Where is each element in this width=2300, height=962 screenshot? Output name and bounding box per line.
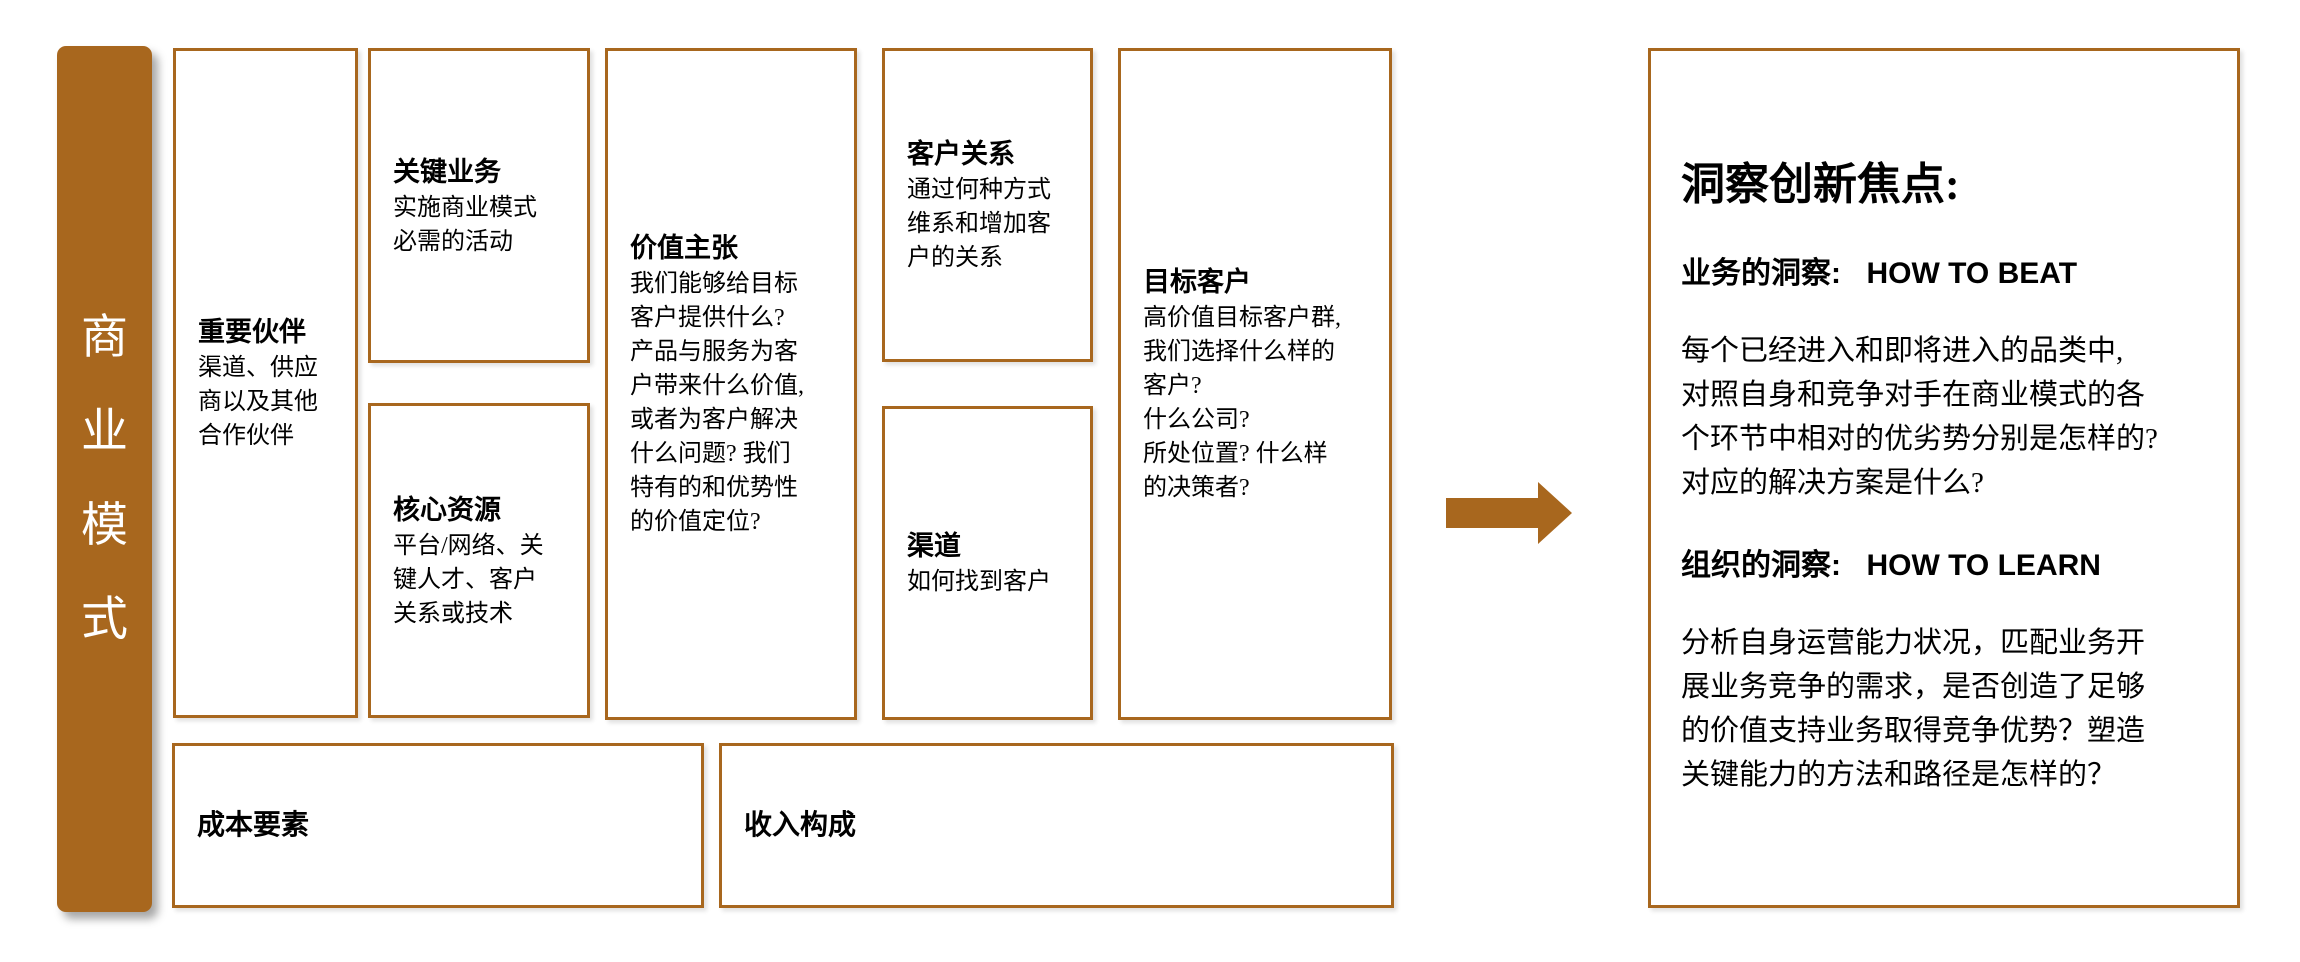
customer-relations-title: 客户关系 <box>907 139 1015 169</box>
business-insight-heading: 业务的洞察: HOW TO BEAT <box>1681 255 2201 293</box>
organization-insight-keyword: HOW TO LEARN <box>1866 549 2101 582</box>
channels-title: 渠道 <box>907 531 961 561</box>
channels-body: 如何找到客户 <box>907 569 1051 595</box>
key-resources-body: 平台/网络、关 键人才、客户 关系或技术 <box>393 532 544 627</box>
business-insight-label: 业务的洞察: <box>1681 257 1841 290</box>
vertical-bar-char: 式 <box>81 593 128 646</box>
key-partners-title: 重要伙伴 <box>198 317 306 347</box>
key-activities-box: 关键业务 实施商业模式 必需的活动 <box>368 48 590 363</box>
business-insight-paragraph: 每个已经进入和即将进入的品类中, 对照自身和竞争对手在商业模式的各 个环节中相对… <box>1681 335 2158 499</box>
channels-box: 渠道 如何找到客户 <box>882 406 1093 720</box>
key-activities-title: 关键业务 <box>393 156 501 187</box>
key-resources-box: 核心资源 平台/网络、关 键人才、客户 关系或技术 <box>368 403 590 718</box>
value-proposition-title: 价值主张 <box>630 233 738 263</box>
organization-insight-label: 组织的洞察: <box>1681 549 1841 582</box>
vertical-bar-char: 商 <box>81 311 128 364</box>
target-customers-box: 目标客户 高价值目标客户群, 我们选择什么样的 客户? 什么公司? 所处位置? … <box>1118 48 1392 720</box>
target-customers-title: 目标客户 <box>1143 267 1251 297</box>
key-resources-title: 核心资源 <box>393 494 501 525</box>
vertical-bar-char: 业 <box>81 405 128 458</box>
right-arrow-icon <box>1446 482 1572 544</box>
business-model-vertical-bar: 商 业 模 式 <box>57 46 152 912</box>
key-activities-body: 实施商业模式 必需的活动 <box>393 194 537 255</box>
customer-relations-box: 客户关系 通过何种方式 维系和增加客 户的关系 <box>882 48 1093 362</box>
cost-structure-box: 成本要素 <box>172 743 704 908</box>
business-insight-keyword: HOW TO BEAT <box>1866 257 2078 290</box>
value-proposition-box: 价值主张 我们能够给目标 客户提供什么? 产品与服务为客 户带来什么价值, 或者… <box>605 48 857 720</box>
organization-insight-paragraph: 分析自身运营能力状况，匹配业务开 展业务竞争的需求，是否创造了足够 的价值支持业… <box>1681 627 2146 791</box>
revenue-streams-box: 收入构成 <box>719 743 1394 908</box>
cost-structure-title: 成本要素 <box>197 809 310 841</box>
insight-title: 洞察创新焦点: <box>1681 160 1960 209</box>
organization-insight-heading: 组织的洞察: HOW TO LEARN <box>1681 547 2201 585</box>
customer-relations-body: 通过何种方式 维系和增加客 户的关系 <box>907 177 1051 271</box>
value-proposition-body: 我们能够给目标 客户提供什么? 产品与服务为客 户带来什么价值, 或者为客户解决… <box>630 271 804 535</box>
insight-panel: 洞察创新焦点: 业务的洞察: HOW TO BEAT 每个已经进入和即将进入的品… <box>1648 48 2240 908</box>
vertical-bar-char: 模 <box>81 499 128 552</box>
target-customers-body: 高价值目标客户群, 我们选择什么样的 客户? 什么公司? 所处位置? 什么样 的… <box>1143 305 1341 501</box>
revenue-streams-title: 收入构成 <box>744 809 857 841</box>
key-partners-box: 重要伙伴 渠道、供应 商以及其他 合作伙伴 <box>173 48 358 718</box>
key-partners-body: 渠道、供应 商以及其他 合作伙伴 <box>198 355 318 449</box>
